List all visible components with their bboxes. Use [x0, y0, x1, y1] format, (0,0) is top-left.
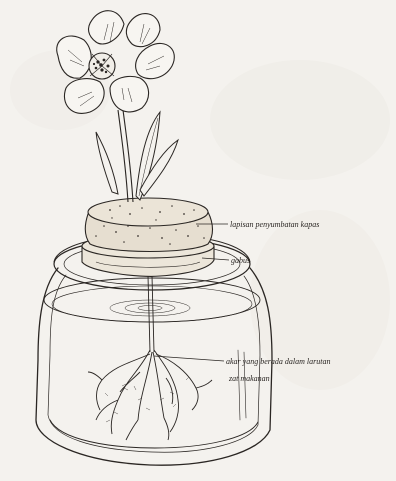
- label-roots-line2: zat makanan: [229, 374, 270, 383]
- cotton-plug: [85, 198, 212, 252]
- label-roots-line1: akar yang berada dalam larutan: [226, 357, 330, 366]
- label-cork: gabus: [231, 256, 250, 265]
- label-cotton-plug-layer: lapisan penyumbatan kapas: [230, 220, 319, 229]
